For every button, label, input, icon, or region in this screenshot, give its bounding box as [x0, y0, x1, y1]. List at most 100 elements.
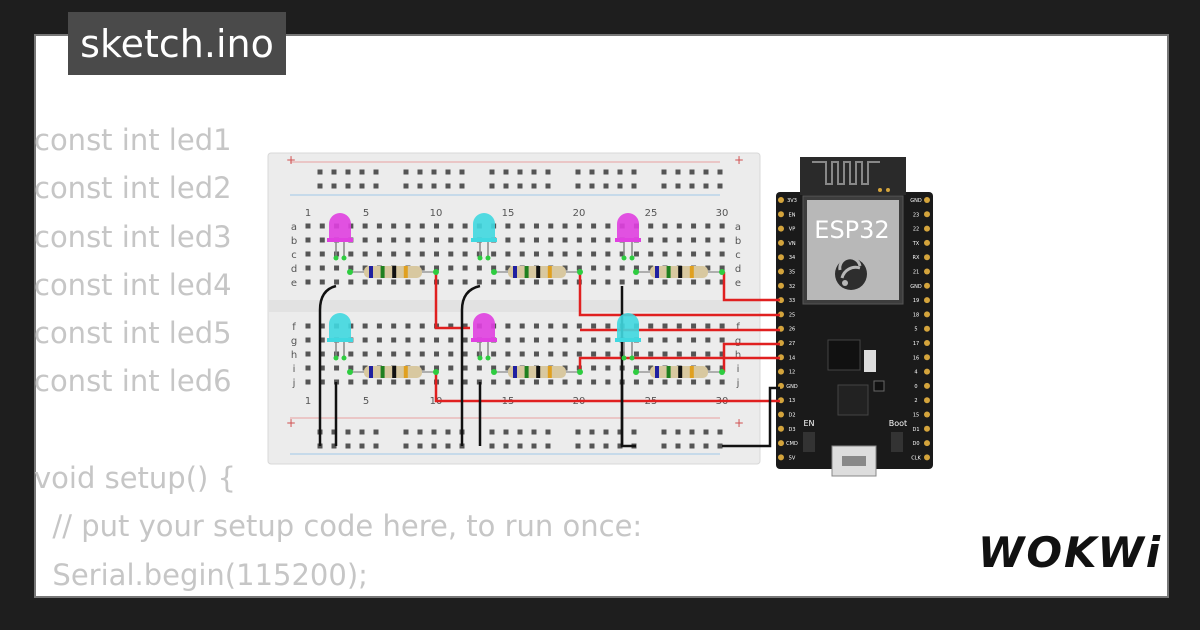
breadboard-hole: [305, 323, 311, 329]
rail-hole: [617, 169, 623, 175]
esp32-board[interactable]: ESP32 EN Boot 3V3ENVPVN34353233252627141…: [776, 157, 933, 477]
esp32-pin[interactable]: [924, 454, 930, 461]
esp32-pin[interactable]: [924, 211, 930, 218]
breadboard-hole: [662, 323, 668, 329]
esp32-pin[interactable]: [924, 225, 930, 232]
rail-hole: [675, 169, 681, 175]
breadboard-hole: [633, 379, 639, 385]
esp32-pin[interactable]: [924, 368, 930, 375]
rail-hole: [717, 169, 723, 175]
red-wire[interactable]: [434, 372, 780, 403]
esp32-pin[interactable]: [778, 454, 784, 461]
breadboard-hole: [476, 279, 482, 285]
antenna-icon: [812, 161, 880, 185]
red-wire[interactable]: [578, 272, 780, 317]
rail-hole: [689, 183, 695, 189]
esp32-pin[interactable]: [778, 239, 784, 246]
esp32-pin[interactable]: [924, 354, 930, 361]
esp32-pin[interactable]: [924, 382, 930, 389]
black-wire[interactable]: [722, 386, 780, 448]
wires: [318, 272, 780, 448]
esp32-pin[interactable]: [778, 282, 784, 289]
boot-button[interactable]: [891, 432, 903, 452]
leds: [327, 213, 641, 361]
esp32-pin[interactable]: [778, 254, 784, 261]
breadboard-hole: [419, 337, 425, 343]
esp32-pin[interactable]: [778, 411, 784, 418]
rail-hole: [589, 183, 595, 189]
esp32-pin[interactable]: [924, 440, 930, 447]
breadboard-hole: [462, 237, 468, 243]
breadboard-hole: [633, 365, 639, 371]
esp32-pin[interactable]: [924, 397, 930, 404]
esp32-pin-label: GND: [786, 384, 798, 390]
breadboard-hole: [419, 251, 425, 257]
resistor[interactable]: [491, 366, 583, 378]
breadboard-hole: [576, 251, 582, 257]
esp32-pin[interactable]: [924, 197, 930, 203]
en-button[interactable]: [803, 432, 815, 452]
esp32-pin[interactable]: [924, 311, 930, 318]
esp32-pin-label: RX: [913, 255, 920, 261]
breadboard-hole: [391, 237, 397, 243]
led-cyan[interactable]: [327, 313, 353, 361]
esp32-pins: 3V3ENVPVN343532332526271412GND13D2D3CMD5…: [778, 197, 930, 461]
esp32-pin[interactable]: [924, 239, 930, 246]
breadboard-hole: [376, 223, 382, 229]
rail-hole: [517, 429, 523, 435]
resistor[interactable]: [347, 366, 439, 378]
black-wire[interactable]: [460, 284, 481, 446]
breadboard-hole: [491, 251, 497, 257]
esp32-pin[interactable]: [924, 297, 930, 304]
rail-hole: [331, 169, 337, 175]
black-wire[interactable]: [318, 284, 337, 446]
esp32-pin[interactable]: [778, 440, 784, 447]
breadboard-hole: [319, 237, 325, 243]
breadboard-hole: [362, 337, 368, 343]
red-wire[interactable]: [722, 342, 780, 372]
led-cyan[interactable]: [471, 213, 497, 261]
breadboard-hole: [434, 351, 440, 357]
esp32-pin[interactable]: [924, 340, 930, 346]
black-wire[interactable]: [620, 382, 636, 448]
esp32-pin[interactable]: [924, 325, 930, 332]
esp32-pin[interactable]: [778, 225, 784, 232]
resistor[interactable]: [491, 266, 583, 278]
red-wire[interactable]: [578, 356, 780, 372]
breadboard-hole: [505, 279, 511, 285]
rail-hole: [703, 443, 709, 449]
breadboard-hole: [691, 237, 697, 243]
resistor[interactable]: [633, 366, 725, 378]
breadboard-hole: [362, 237, 368, 243]
rail-hole: [603, 443, 609, 449]
breadboard-hole: [562, 251, 568, 257]
breadboard-hole: [562, 265, 568, 271]
esp32-pin[interactable]: [778, 297, 784, 304]
esp32-pin[interactable]: [924, 268, 930, 275]
esp32-pin[interactable]: [778, 197, 784, 203]
red-wire[interactable]: [722, 272, 780, 302]
esp32-pin[interactable]: [924, 425, 930, 432]
row-letter: b: [735, 236, 741, 247]
led-magenta[interactable]: [327, 213, 353, 261]
led-cyan[interactable]: [615, 313, 641, 361]
esp32-pin[interactable]: [924, 411, 930, 418]
esp32-pin[interactable]: [924, 254, 930, 261]
esp32-pin[interactable]: [778, 268, 784, 275]
resistor[interactable]: [347, 266, 439, 278]
esp32-pin[interactable]: [778, 368, 784, 375]
resistor[interactable]: [633, 266, 725, 278]
esp32-pin[interactable]: [778, 425, 784, 432]
column-number: 10: [430, 208, 443, 219]
breadboard-hole: [448, 237, 454, 243]
rail-hole: [345, 443, 351, 449]
led-magenta[interactable]: [471, 313, 497, 361]
boot-label: Boot: [889, 419, 907, 428]
breadboard-hole: [519, 251, 525, 257]
esp32-pin[interactable]: [778, 211, 784, 218]
esp32-pin[interactable]: [924, 282, 930, 289]
red-wire[interactable]: [434, 272, 470, 330]
breadboard-hole: [319, 365, 325, 371]
led-magenta[interactable]: [615, 213, 641, 261]
